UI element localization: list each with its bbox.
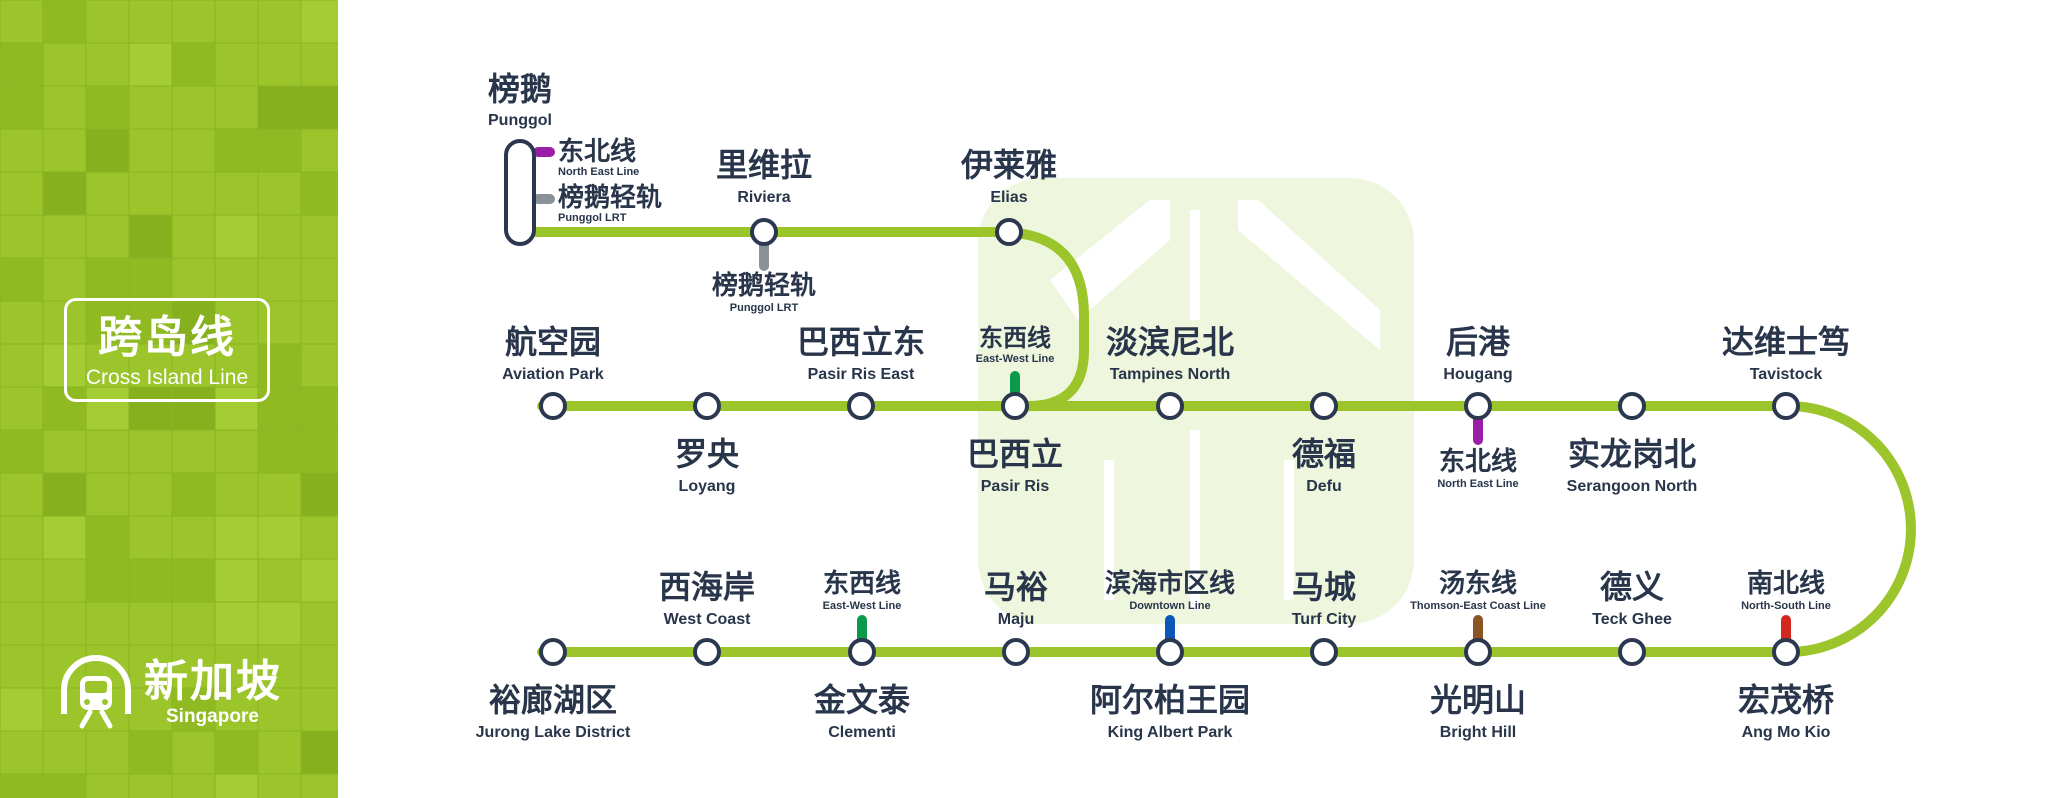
station-turf-city[interactable]: [1310, 638, 1338, 666]
transfer-pasir-ris-ewl-name-en: East-West Line: [976, 353, 1055, 365]
station-pasir-ris-name-cn: 巴西立: [967, 435, 1063, 473]
station-tavistock-name-cn: 达维士笃: [1722, 323, 1850, 361]
brand-name-en: Singapore: [166, 706, 259, 727]
station-defu-name-en: Defu: [1306, 478, 1342, 495]
station-pasir-ris-east-name-en: Pasir Ris East: [808, 366, 915, 383]
station-loyang-name-cn: 罗央: [675, 435, 740, 473]
station-west-coast-name-en: West Coast: [664, 611, 752, 628]
station-clementi-name-en: Clementi: [828, 724, 896, 741]
station-serangoon-north[interactable]: [1618, 392, 1646, 420]
train-icon: [61, 655, 131, 729]
station-ang-mo-kio-name-en: Ang Mo Kio: [1742, 724, 1831, 741]
transfer-clementi-ewl-name-en: East-West Line: [823, 600, 902, 612]
station-riviera[interactable]: [750, 218, 778, 246]
station-aviation-park[interactable]: [539, 392, 567, 420]
cross-island-line-track: [515, 227, 1916, 657]
station-hougang[interactable]: [1464, 392, 1492, 420]
transfer-bright-hill-tel-name-cn: 汤东线: [1439, 568, 1517, 599]
line-name-en: Cross Island Line: [85, 366, 249, 389]
station-bright-hill-name-cn: 光明山: [1430, 681, 1526, 719]
station-tampines-north-name-en: Tampines North: [1110, 366, 1231, 383]
line-name-badge: 跨岛线 Cross Island Line: [64, 298, 270, 402]
station-pasir-ris[interactable]: [1001, 392, 1029, 420]
transfer-punggol-nel-name-cn: 东北线: [558, 136, 636, 167]
station-bright-hill-name-en: Bright Hill: [1440, 724, 1516, 741]
station-serangoon-north-name-cn: 实龙岗北: [1568, 435, 1696, 473]
station-tavistock[interactable]: [1772, 392, 1800, 420]
transfer-punggol-lrt-name-en: Punggol LRT: [558, 212, 627, 224]
transfer-kap-dtl-name-cn: 滨海市区线: [1105, 568, 1235, 599]
station-king-albert-park[interactable]: [1156, 638, 1184, 666]
station-jurong-lake-district[interactable]: [539, 638, 567, 666]
station-maju[interactable]: [1002, 638, 1030, 666]
station-serangoon-north-name-en: Serangoon North: [1567, 478, 1698, 495]
station-teck-ghee-name-en: Teck Ghee: [1592, 611, 1672, 628]
sidebar-tile-pattern: [0, 0, 338, 798]
station-loyang[interactable]: [693, 392, 721, 420]
station-punggol-name-en: Punggol: [488, 112, 552, 129]
transfer-amk-nsl-name-cn: 南北线: [1747, 569, 1825, 599]
line-name-cn: 跨岛线: [98, 312, 236, 363]
station-king-albert-park-name-cn: 阿尔柏王园: [1090, 681, 1250, 719]
station-west-coast[interactable]: [693, 638, 721, 666]
station-defu[interactable]: [1310, 392, 1338, 420]
transfer-amk-nsl-name-en: North-South Line: [1741, 600, 1831, 612]
transfer-bright-hill-tel-name-en: Thomson-East Coast Line: [1410, 600, 1546, 612]
station-pasir-ris-east[interactable]: [847, 392, 875, 420]
station-maju-name-en: Maju: [998, 611, 1034, 628]
transfer-hougang-nel-name-cn: 东北线: [1439, 446, 1517, 477]
transfer-riviera-lrt-name-cn: 榜鹅轻轨: [712, 270, 816, 301]
station-bright-hill[interactable]: [1464, 638, 1492, 666]
station-tampines-north[interactable]: [1156, 392, 1184, 420]
transfer-riviera-lrt-name-en: Punggol LRT: [730, 302, 799, 314]
station-hougang-name-en: Hougang: [1443, 366, 1512, 383]
station-defu-name-cn: 德福: [1292, 435, 1356, 473]
station-punggol-name-cn: 榜鹅: [488, 70, 552, 108]
station-pasir-ris-name-en: Pasir Ris: [981, 478, 1050, 495]
station-tampines-north-name-cn: 淡滨尼北: [1106, 323, 1234, 361]
station-pasir-ris-east-name-cn: 巴西立东: [797, 323, 925, 361]
station-elias-name-en: Elias: [990, 189, 1027, 206]
station-turf-city-name-cn: 马城: [1292, 568, 1356, 606]
station-west-coast-name-cn: 西海岸: [659, 568, 755, 606]
transfer-kap-dtl-name-en: Downtown Line: [1129, 600, 1210, 612]
transfer-clementi-ewl-name-cn: 东西线: [823, 568, 901, 599]
station-tavistock-name-en: Tavistock: [1750, 366, 1823, 383]
station-elias[interactable]: [995, 218, 1023, 246]
station-aviation-park-name-en: Aviation Park: [502, 366, 604, 383]
station-aviation-park-name-cn: 航空园: [505, 323, 601, 361]
station-teck-ghee[interactable]: [1618, 638, 1646, 666]
station-hougang-name-cn: 后港: [1446, 323, 1511, 361]
sidebar-panel: 跨岛线 Cross Island Line 新加坡 Singapore: [0, 0, 338, 798]
station-riviera-name-en: Riviera: [737, 189, 790, 206]
transfer-punggol-lrt-name-cn: 榜鹅轻轨: [558, 182, 662, 213]
station-ang-mo-kio-name-cn: 宏茂桥: [1738, 681, 1834, 719]
transfer-pasir-ris-ewl-name-cn: 东西线: [979, 323, 1051, 352]
brand: 新加坡 Singapore: [56, 650, 316, 740]
station-ang-mo-kio[interactable]: [1772, 638, 1800, 666]
station-turf-city-name-en: Turf City: [1292, 611, 1357, 628]
transfer-hougang-nel-name-en: North East Line: [1437, 478, 1518, 490]
station-jurong-lake-district-name-cn: 裕廊湖区: [489, 681, 617, 719]
station-clementi-name-cn: 金文泰: [813, 681, 911, 719]
station-riviera-name-cn: 里维拉: [716, 146, 812, 184]
station-elias-name-cn: 伊莱雅: [960, 146, 1057, 184]
transfer-punggol-nel-name-en: North East Line: [558, 166, 639, 178]
station-maju-name-cn: 马裕: [984, 568, 1048, 606]
station-punggol-interchange[interactable]: [504, 139, 536, 246]
station-clementi[interactable]: [848, 638, 876, 666]
station-loyang-name-en: Loyang: [679, 478, 736, 495]
station-king-albert-park-name-en: King Albert Park: [1108, 724, 1233, 741]
station-jurong-lake-district-name-en: Jurong Lake District: [476, 724, 631, 741]
station-teck-ghee-name-cn: 德义: [1600, 568, 1664, 606]
brand-name-cn: 新加坡: [144, 656, 282, 707]
